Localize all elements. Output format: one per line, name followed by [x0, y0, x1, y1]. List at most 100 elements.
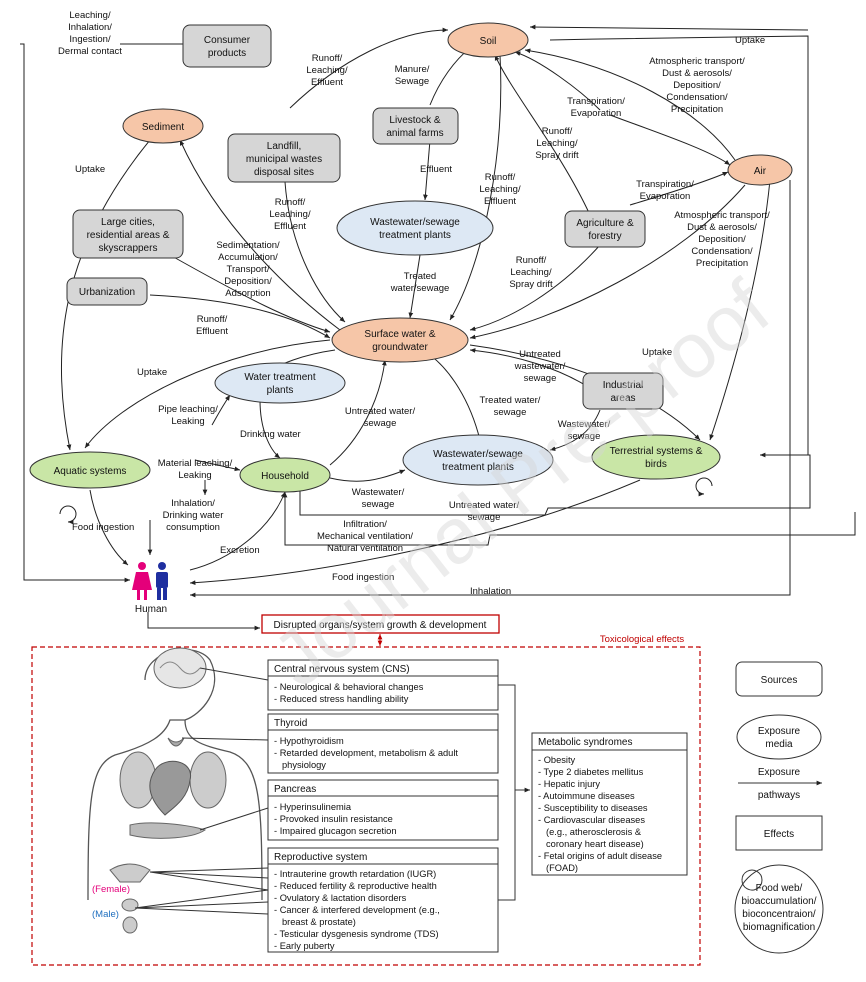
svg-text:Runoff/: Runoff/ — [197, 314, 228, 325]
label-runoff-landfill: Runoff/ Leaching/ Effluent — [306, 53, 348, 88]
svg-text:biomagnification: biomagnification — [743, 922, 815, 933]
svg-text:Effluent: Effluent — [311, 77, 343, 88]
svg-text:Transport/: Transport/ — [227, 264, 270, 275]
svg-text:Urbanization: Urbanization — [79, 287, 135, 298]
svg-text:Drinking water: Drinking water — [163, 510, 224, 521]
node-household: Household — [239, 457, 331, 493]
svg-text:Effluent: Effluent — [484, 196, 516, 207]
svg-text:bioaccumulation/: bioaccumulation/ — [741, 896, 816, 907]
svg-text:Livestock &: Livestock & — [389, 115, 440, 126]
node-surface-water: Surface water & groundwater — [331, 317, 469, 363]
label-material-leaching: Material leaching/ Leaking — [158, 458, 233, 481]
svg-text:Sediment: Sediment — [142, 122, 184, 133]
svg-text:Transpiration/: Transpiration/ — [567, 96, 625, 107]
legend: Sources Exposure media Exposure pathways… — [734, 661, 824, 954]
uterus-icon — [109, 863, 151, 883]
female-figure-icon — [132, 562, 152, 600]
svg-text:Atmospheric transport/: Atmospheric transport/ — [649, 56, 745, 67]
svg-text:Deposition/: Deposition/ — [224, 276, 272, 287]
label-treated-water-1: Treated water/sewage — [390, 271, 450, 294]
legend-exposure-media: Exposure media — [736, 714, 822, 760]
source-industrial: Industrial areas — [582, 372, 664, 410]
svg-text:Adsorption: Adsorption — [225, 288, 270, 299]
pancreas-icon — [129, 822, 207, 839]
thyroid-icon — [167, 737, 185, 747]
legend-sources: Sources — [735, 661, 823, 697]
svg-text:Treated: Treated — [404, 271, 436, 282]
svg-text:Leaching/: Leaching/ — [269, 209, 311, 220]
metabolic-bracket — [498, 684, 530, 901]
svg-text:treatment plants: treatment plants — [442, 462, 514, 473]
svg-text:areas: areas — [610, 393, 635, 404]
svg-text:- Neurological & behavioral ch: - Neurological & behavioral changes — [274, 682, 424, 692]
svg-text:plants: plants — [267, 385, 294, 396]
svg-text:Effluent: Effluent — [274, 221, 306, 232]
svg-text:Infiltration/: Infiltration/ — [343, 519, 387, 530]
svg-text:Untreated water/: Untreated water/ — [449, 500, 520, 511]
svg-text:Runoff/: Runoff/ — [542, 126, 573, 137]
svg-text:- Cancer & interfered developm: - Cancer & interfered development (e.g., — [274, 905, 440, 915]
svg-text:- Impaired glucagon secretion: - Impaired glucagon secretion — [274, 826, 396, 836]
svg-text:- Early puberty: - Early puberty — [274, 941, 335, 951]
female-label: (Female) — [92, 884, 130, 895]
label-effluent: Effluent — [420, 164, 452, 175]
svg-text:Untreated water/: Untreated water/ — [345, 406, 416, 417]
source-urbanization: Urbanization — [66, 277, 148, 306]
pancreas-box: Pancreas - Hyperinsulinemia - Provoked i… — [267, 779, 499, 841]
node-aquatic: Aquatic systems — [29, 451, 151, 489]
svg-text:Manure/: Manure/ — [395, 64, 430, 75]
svg-text:Leaking: Leaking — [171, 416, 204, 427]
svg-text:Treated water/: Treated water/ — [480, 395, 541, 406]
svg-text:water/sewage: water/sewage — [390, 283, 450, 294]
label-untreated-water-2: Untreated water/ sewage — [449, 500, 520, 523]
label-excretion: Excretion — [220, 545, 260, 556]
svg-text:Dust & aerosols/: Dust & aerosols/ — [662, 68, 732, 79]
label-untreated-ww: Untreated wastewater/ sewage — [514, 349, 566, 384]
svg-text:- Fetal origins of adult disea: - Fetal origins of adult disease — [538, 851, 662, 861]
svg-text:Aquatic systems: Aquatic systems — [54, 466, 127, 477]
legend-food-web: Food web/ bioaccumulation/ bioconcentrai… — [734, 864, 824, 954]
label-drinking-water: Drinking water — [240, 429, 301, 440]
human-label: Human — [135, 604, 167, 615]
svg-text:Dust & aerosols/: Dust & aerosols/ — [687, 222, 757, 233]
svg-text:treatment plants: treatment plants — [379, 230, 451, 241]
svg-text:- Type 2 diabetes mellitus: - Type 2 diabetes mellitus — [538, 767, 644, 777]
svg-text:Industrial: Industrial — [603, 380, 644, 391]
svg-text:Consumer: Consumer — [204, 35, 251, 46]
svg-text:Inhalation/: Inhalation/ — [68, 22, 112, 33]
svg-text:Landfill,: Landfill, — [267, 141, 301, 152]
label-inhalation: Inhalation — [470, 586, 511, 597]
svg-text:Terrestrial systems &: Terrestrial systems & — [610, 446, 703, 457]
svg-text:- Retarded development, metabo: - Retarded development, metabolism & adu… — [274, 748, 458, 758]
node-water-treatment: Water treatment plants — [214, 362, 346, 404]
node-wwtp-top: Wastewater/sewage treatment plants — [336, 200, 494, 256]
svg-text:Condensation/: Condensation/ — [691, 246, 753, 257]
svg-text:Food web/: Food web/ — [756, 883, 803, 894]
label-untreated-water-1: Untreated water/ sewage — [345, 406, 416, 429]
svg-text:Household: Household — [261, 471, 309, 482]
svg-text:Surface water &: Surface water & — [364, 329, 435, 340]
legend-exposure-pathways: Exposure pathways — [738, 767, 822, 801]
label-manure: Manure/ Sewage — [395, 64, 430, 87]
svg-text:groundwater: groundwater — [372, 342, 428, 353]
svg-text:forestry: forestry — [588, 231, 621, 242]
svg-text:Material leaching/: Material leaching/ — [158, 458, 233, 469]
svg-text:consumption: consumption — [166, 522, 220, 533]
label-food-ingestion-2: Food ingestion — [332, 572, 394, 583]
svg-text:- Testicular dysgenesis syndro: - Testicular dysgenesis syndrome (TDS) — [274, 929, 439, 939]
svg-text:sewage: sewage — [494, 407, 527, 418]
svg-text:products: products — [208, 48, 246, 59]
legend-effects: Effects — [735, 815, 823, 851]
svg-text:Deposition/: Deposition/ — [698, 234, 746, 245]
svg-text:(e.g., atherosclerosis &: (e.g., atherosclerosis & — [546, 827, 642, 837]
label-treated-water-2: Treated water/ sewage — [480, 395, 541, 418]
svg-text:breast & prostate): breast & prostate) — [282, 917, 356, 927]
label-uptake-sediment: Uptake — [75, 164, 105, 175]
svg-text:- Hepatic injury: - Hepatic injury — [538, 779, 600, 789]
svg-text:- Cardiovascular diseases: - Cardiovascular diseases — [538, 815, 645, 825]
label-uptake-right: Uptake — [642, 347, 672, 358]
svg-text:Ingestion/: Ingestion/ — [69, 34, 111, 45]
label-runoff-soil: Runoff/ Leaching/ Effluent — [479, 172, 521, 207]
svg-text:Leaching/: Leaching/ — [306, 65, 348, 76]
